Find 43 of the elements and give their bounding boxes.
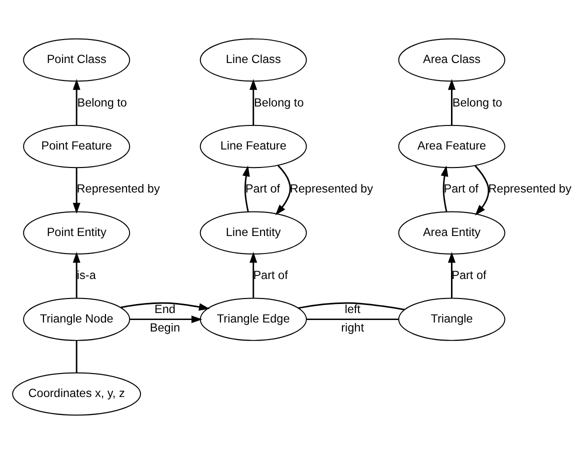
connector bbox=[298, 302, 405, 310]
arrow bbox=[474, 165, 490, 216]
edge-label: Part of bbox=[452, 269, 486, 282]
arrow bbox=[440, 166, 448, 212]
arrow bbox=[242, 166, 250, 212]
arrow bbox=[250, 252, 258, 298]
edge-label: End bbox=[154, 303, 176, 316]
node-ellipse: Area Entity bbox=[398, 211, 506, 254]
edge-label: Part of bbox=[245, 182, 280, 196]
node-ellipse: Triangle Node bbox=[23, 298, 130, 341]
edge-label: Represented by bbox=[290, 182, 373, 196]
node-ellipse: Point Entity bbox=[23, 211, 130, 254]
edge-label: Part of bbox=[444, 182, 478, 196]
node-ellipse: Area Feature bbox=[398, 124, 506, 168]
edge-label: Belong to bbox=[452, 96, 502, 110]
connector bbox=[306, 318, 398, 320]
edge-label: Belong to bbox=[77, 96, 127, 110]
connector bbox=[76, 340, 78, 373]
node-ellipse: Point Class bbox=[23, 38, 130, 82]
arrow bbox=[130, 316, 202, 324]
edge-label: Part of bbox=[253, 269, 288, 282]
arrow bbox=[275, 165, 291, 216]
arrow bbox=[72, 168, 80, 214]
node-ellipse: Line Feature bbox=[200, 124, 307, 168]
node-ellipse: Triangle bbox=[398, 298, 506, 341]
edge-label: Begin bbox=[150, 322, 180, 335]
node-ellipse: Line Class bbox=[200, 38, 307, 82]
edge-label: right bbox=[341, 322, 364, 335]
arrow bbox=[250, 79, 258, 126]
node-ellipse: Line Entity bbox=[200, 211, 307, 254]
edge-label: Represented by bbox=[488, 182, 572, 196]
arrow bbox=[448, 252, 456, 298]
node-ellipse: Coordinates x, y, z bbox=[12, 372, 142, 416]
arrow bbox=[120, 302, 210, 311]
edge-label: left bbox=[344, 303, 360, 316]
edge-label: Belong to bbox=[254, 96, 304, 110]
edge-label: is-a bbox=[76, 269, 96, 282]
edge-label: Represented by bbox=[76, 182, 160, 196]
arrow bbox=[448, 79, 456, 126]
arrow bbox=[72, 79, 80, 126]
arrow bbox=[72, 252, 80, 298]
node-ellipse: Point Feature bbox=[23, 124, 130, 168]
node-ellipse: Area Class bbox=[398, 38, 506, 82]
